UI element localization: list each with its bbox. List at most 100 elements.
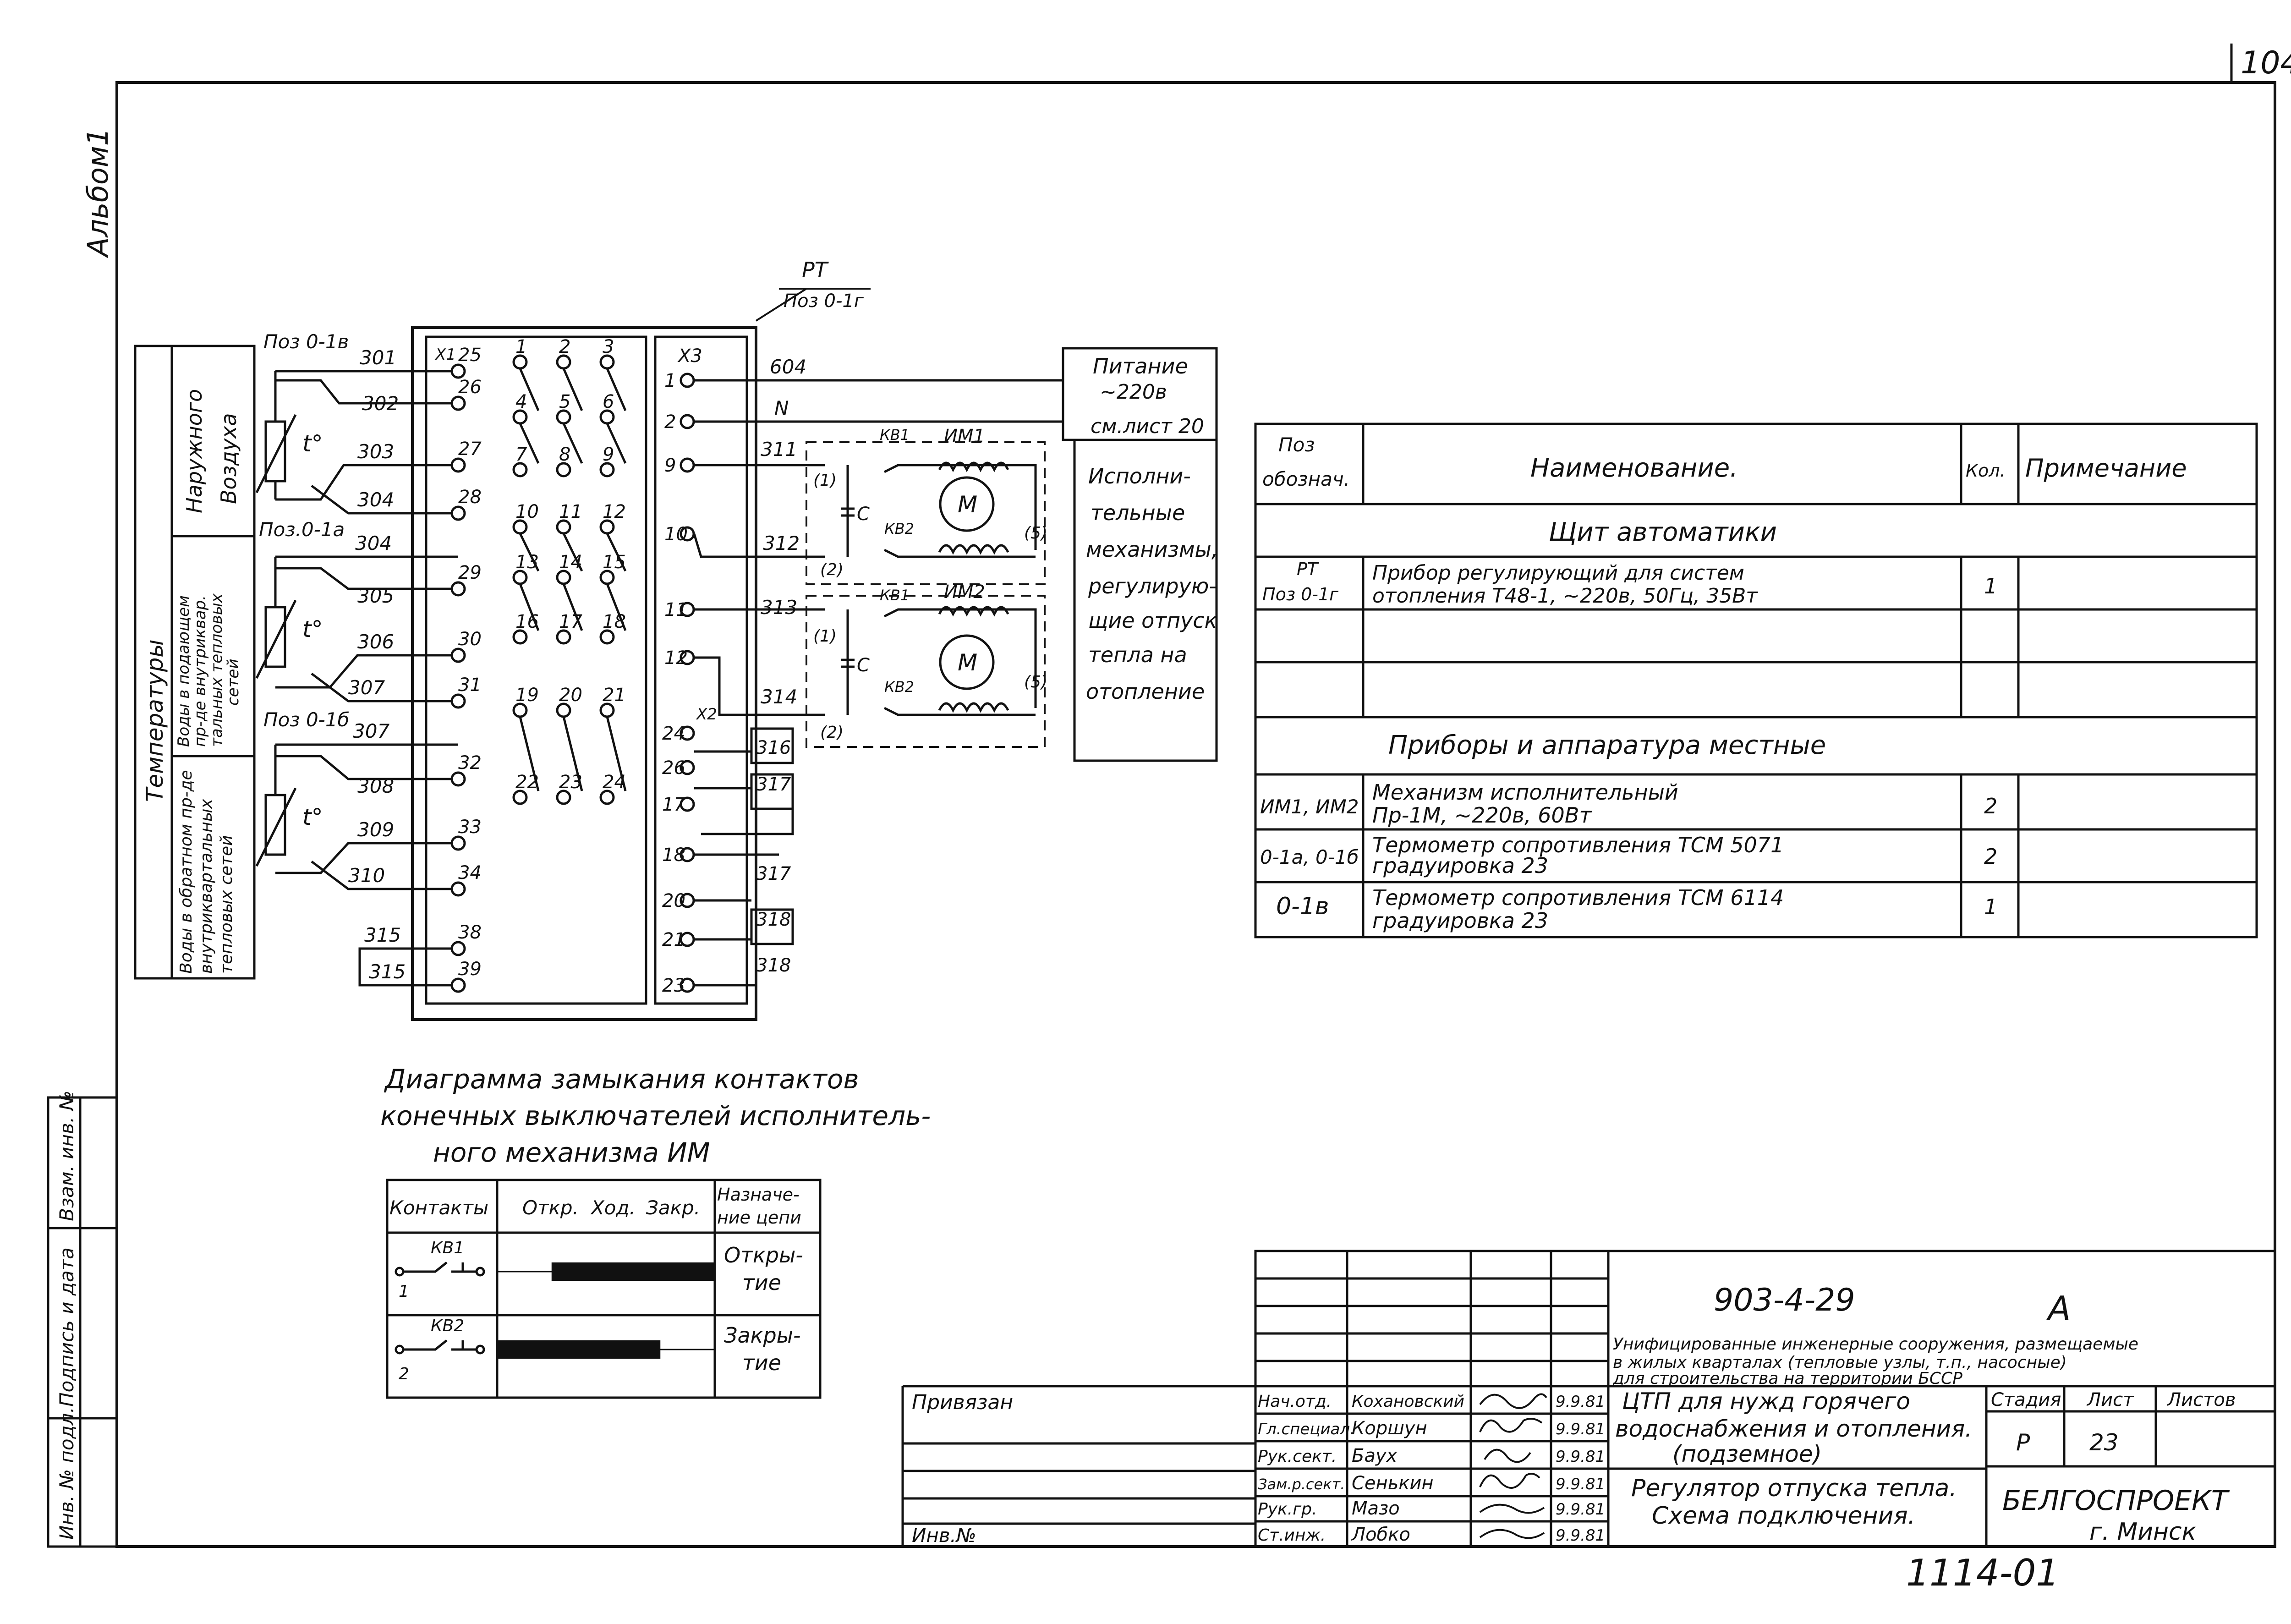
spec-header-pos-2: обознач. [1262, 468, 1350, 490]
regulator-title: РТ [802, 258, 829, 282]
svg-text:30: 30 [458, 629, 482, 650]
svg-text:32: 32 [458, 752, 482, 774]
svg-text:12: 12 [664, 647, 688, 669]
wire-318a: 318 [756, 909, 791, 930]
svg-text:34: 34 [458, 862, 482, 883]
spec-table [1254, 422, 2258, 938]
svg-text:11: 11 [664, 599, 688, 620]
contact-header-open: Откр. [522, 1196, 579, 1219]
svg-text:21: 21 [662, 929, 685, 950]
svg-text:2: 2 [559, 336, 570, 357]
sensor-group-title: Температуры [142, 639, 168, 802]
svg-text:10: 10 [664, 524, 688, 545]
wire-305: 305 [357, 585, 394, 607]
actuator-1-cap: C [857, 504, 870, 525]
wire-312: 312 [763, 532, 800, 554]
relay-terminal-8: 8 [556, 444, 571, 477]
svg-text:10: 10 [515, 501, 539, 522]
terminal-28: 28 [450, 487, 482, 521]
svg-text:тепла на: тепла на [1088, 642, 1187, 667]
spec-row-1-qty: 1 [1984, 574, 1997, 598]
name-3: Баух [1352, 1445, 1398, 1466]
side-stamp-inventory: Инв. № подл. [55, 1407, 78, 1540]
inventory-label: Инв.№ [912, 1524, 976, 1547]
svg-text:отопление: отопление [1086, 679, 1205, 704]
actuator-description: Исполни- тельные механизмы, регулирую- щ… [1086, 464, 1218, 704]
relay-terminal-4: 4 [512, 391, 528, 425]
spec-row-4-name-1: Термометр сопротивления ТСМ 6114 [1372, 885, 1784, 910]
date-2: 9.9.81 [1556, 1420, 1605, 1438]
x2-terminal-26: 26 [662, 757, 695, 779]
svg-text:2: 2 [664, 411, 676, 433]
svg-text:20: 20 [662, 890, 685, 911]
relay-terminal-19: 19 [512, 685, 539, 718]
role-6: Ст.инж. [1258, 1526, 1326, 1545]
designation: 903-4-29 [1714, 1282, 1855, 1318]
svg-text:31: 31 [458, 675, 482, 696]
wire-307b: 307 [353, 720, 389, 742]
motor-icon [939, 634, 995, 690]
role-3: Рук.сект. [1258, 1447, 1337, 1466]
wire-315b: 315 [369, 960, 406, 983]
spec-row-3-qty: 2 [1984, 844, 1997, 869]
project-line-2: в жилых кварталах (тепловые узлы, т.п., … [1613, 1353, 2067, 1372]
x2-terminal-21: 21 [662, 929, 695, 950]
sensor-3-symbol: t° [302, 804, 323, 830]
x2-terminal-20: 20 [662, 890, 695, 911]
relay-terminal-23: 23 [556, 772, 582, 805]
sensor-row-3-line-3: тепловых сетей [217, 835, 236, 974]
contact-kv1-purpose-2: тие [742, 1270, 781, 1295]
relay-terminal-10: 10 [512, 501, 539, 535]
sensor-row-2-line-3: тальных тепловых [208, 593, 226, 747]
svg-text:11: 11 [559, 501, 582, 522]
actuator-2 [806, 595, 1046, 748]
spec-row-1-pos-1: РТ [1297, 559, 1319, 579]
svg-text:24: 24 [662, 723, 685, 744]
terminal-34: 34 [450, 862, 482, 897]
name-4: Сенькин [1352, 1473, 1434, 1494]
svg-text:25: 25 [458, 345, 482, 366]
contact-header-purpose-2: ние цепи [717, 1207, 801, 1228]
relay-terminal-21: 21 [599, 685, 626, 718]
sheet-title-2: Схема подключения. [1652, 1502, 1915, 1530]
wire-315a: 315 [364, 924, 401, 946]
role-5: Рук.гр. [1258, 1500, 1317, 1519]
role-4: Зам.р.сект. [1258, 1476, 1345, 1493]
wire-313: 313 [761, 596, 797, 619]
terminal-32: 32 [450, 752, 482, 787]
actuator-1-pin2: (2) [820, 560, 844, 579]
sensor-1-pos: Поз 0-1в [263, 330, 349, 353]
name-5: Мазо [1352, 1498, 1400, 1519]
spec-row-2-name-1: Механизм исполнительный [1372, 780, 1678, 805]
sensor-3-pos: Поз 0-1б [263, 708, 349, 731]
connector-x3-label: Х3 [677, 346, 702, 367]
x3-terminal-12: 12 [664, 647, 695, 669]
sensor-2-symbol: t° [302, 616, 323, 642]
sensor-row-2-line-2: пр-де внутриквар. [191, 595, 209, 747]
object-line-1: ЦТП для нужд горячего [1622, 1388, 1910, 1415]
date-3: 9.9.81 [1556, 1448, 1605, 1466]
sensor-panel [134, 345, 256, 980]
contact-header-travel: Ход. [590, 1196, 636, 1219]
side-stamp-signature: Подпись и дата [55, 1247, 78, 1407]
actuator-wiring [693, 464, 825, 987]
supply-wiring [694, 347, 1218, 762]
terminal-38: 38 [450, 922, 482, 956]
contact-symbols [395, 1262, 485, 1355]
relay-terminal-17: 17 [556, 611, 582, 645]
connector-x2-label: Х2 [696, 705, 717, 724]
x3-terminal-9: 9 [664, 455, 695, 476]
svg-text:26: 26 [662, 757, 685, 779]
x2-terminal-18: 18 [662, 845, 695, 866]
svg-text:19: 19 [515, 685, 539, 706]
organization: БЕЛГОСПРОЕКТ [2002, 1485, 2230, 1517]
svg-text:39: 39 [458, 959, 482, 980]
actuator-1 [806, 441, 1046, 585]
svg-text:механизмы,: механизмы, [1086, 537, 1218, 562]
sheet-title-1: Регулятор отпуска тепла. [1631, 1475, 1957, 1502]
name-2: Коршун [1352, 1418, 1427, 1439]
x3-terminal-11: 11 [664, 599, 695, 620]
name-1: Кохановский [1352, 1392, 1464, 1411]
diagram-caption-2: конечных выключателей исполнитель- [380, 1100, 931, 1131]
